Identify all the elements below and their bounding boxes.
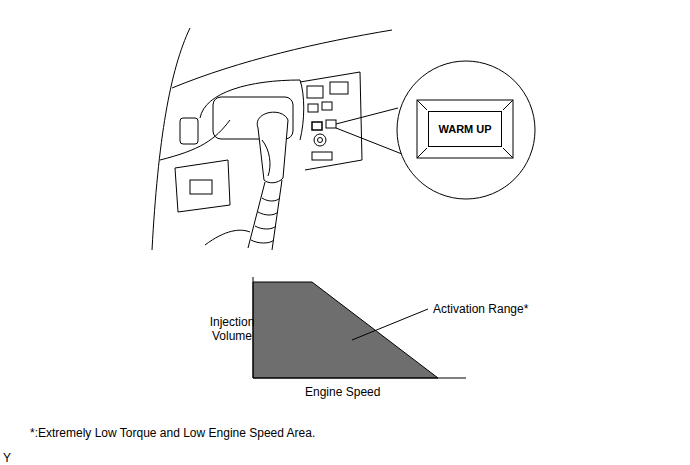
switch-frame: [417, 100, 513, 158]
callout-label: Activation Range*: [433, 302, 528, 316]
switch-button: WARM UP: [428, 111, 502, 147]
graph: [253, 277, 466, 378]
lower-panel: [175, 160, 230, 212]
dash-edge: [160, 120, 230, 160]
shift-knob-detail: [262, 140, 270, 176]
graph-axes: [253, 277, 466, 378]
switch-bevel: [417, 100, 513, 158]
switch: [312, 152, 332, 160]
label-text: Engine Speed: [305, 385, 380, 399]
label-text: Activation Range*: [433, 302, 528, 316]
knob: [318, 138, 323, 143]
console-line: [205, 230, 250, 245]
label-text: Injection Volume: [210, 315, 255, 343]
callout-circle: [397, 61, 535, 199]
switch: [308, 104, 318, 112]
footnote: *:Extremely Low Torque and Low Engine Sp…: [30, 426, 315, 440]
panel-switch: [190, 180, 212, 194]
vent: [330, 82, 348, 94]
leader-line: [352, 309, 428, 340]
pillar-line: [152, 28, 190, 250]
shift-knob: [257, 112, 288, 183]
warm-up-switch: [312, 122, 322, 130]
shift-boot-rings: [251, 198, 280, 243]
air-vent: [180, 118, 198, 144]
vent: [307, 86, 323, 98]
label-text: Y: [3, 451, 11, 465]
activation-area: [253, 282, 438, 378]
switch: [322, 102, 332, 110]
axis-label: Engine Speed: [305, 385, 380, 399]
dashboard-drawing: [152, 28, 535, 250]
axis-label: Injection Volume: [203, 315, 261, 343]
callout-leader: [336, 108, 402, 154]
button-text: WARM UP: [438, 123, 491, 135]
center-stack: [300, 72, 362, 170]
knob: [314, 134, 326, 146]
switch: [326, 120, 336, 128]
dash-edge: [172, 30, 392, 88]
label-text: *:Extremely Low Torque and Low Engine Sp…: [30, 426, 315, 440]
figure-code: Y: [3, 451, 11, 465]
cluster-hood: [200, 80, 304, 140]
shift-boot: [248, 180, 282, 250]
